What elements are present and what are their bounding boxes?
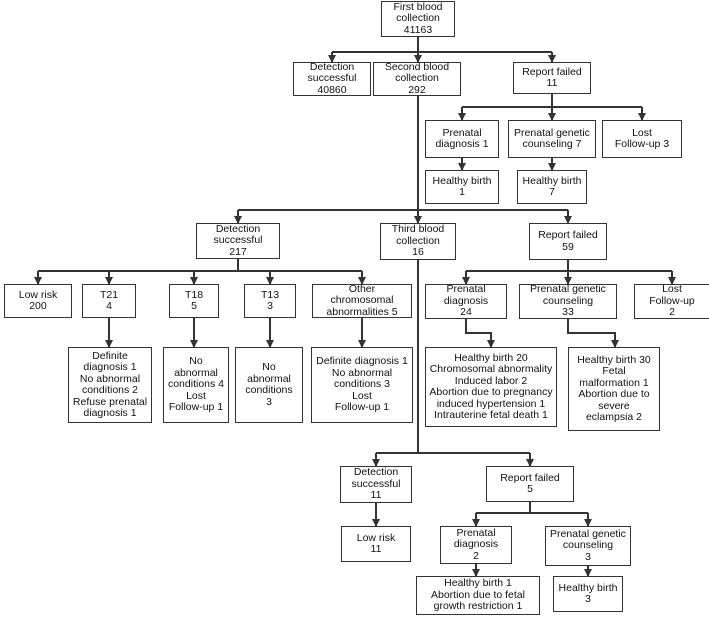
node-genetic-counseling-33: Prenatal genetic counseling 33 xyxy=(519,284,617,319)
node-healthy-birth-1: Healthy birth 1 xyxy=(425,170,499,204)
node-low-risk-11: Low risk 11 xyxy=(341,526,411,562)
node-detection-successful-40860: Detection successful 40860 xyxy=(293,61,371,96)
node-first-collection: First blood collection 41163 xyxy=(381,1,455,37)
node-other-chromosomal: Other chromosomal abnormalities 5 xyxy=(312,283,412,318)
node-report-failed-59: Report failed 59 xyxy=(529,223,607,260)
node-other-outcome: Definite diagnosis 1 No abnormal conditi… xyxy=(311,347,413,423)
node-t13: T13 3 xyxy=(244,284,296,318)
node-low-risk-200: Low risk 200 xyxy=(4,284,72,318)
node-counseling-33-outcome: Healthy birth 30 Fetal malformation 1 Ab… xyxy=(568,347,660,431)
node-t13-outcome: No abnormal conditions 3 xyxy=(235,347,303,423)
node-healthy-birth-3: Healthy birth 3 xyxy=(553,576,623,612)
node-lost-follow-up-2: Lost Follow-up 2 xyxy=(634,284,709,319)
node-third-collection: Third blood collection 16 xyxy=(380,223,456,260)
node-lost-follow-up-3: Lost Follow-up 3 xyxy=(602,120,682,158)
node-genetic-counseling-7: Prenatal genetic counseling 7 xyxy=(508,120,596,158)
node-t18: T18 5 xyxy=(169,284,219,318)
node-detection-successful-11: Detection successful 11 xyxy=(340,466,412,503)
node-t21: T21 4 xyxy=(82,284,136,318)
node-prenatal-diagnosis-1: Prenatal diagnosis 1 xyxy=(425,120,499,158)
node-diagnosis-24-outcome: Healthy birth 20 Chromosomal abnormality… xyxy=(425,347,557,427)
node-report-failed-5: Report failed 5 xyxy=(486,466,574,502)
node-genetic-counseling-3: Prenatal genetic counseling 3 xyxy=(545,526,631,566)
node-prenatal-diagnosis-24: Prenatal diagnosis 24 xyxy=(425,284,507,319)
node-t18-outcome: No abnormal conditions 4 Lost Follow-up … xyxy=(163,347,229,423)
node-report-failed-11: Report failed 11 xyxy=(513,62,591,94)
connector xyxy=(465,319,495,348)
node-diagnosis-2-outcome: Healthy birth 1 Abortion due to fetal gr… xyxy=(416,576,540,615)
connector xyxy=(567,319,619,348)
node-second-collection: Second blood collection 292 xyxy=(373,61,461,96)
node-t21-outcome: Definite diagnosis 1 No abnormal conditi… xyxy=(68,347,152,423)
node-detection-successful-217: Detection successful 217 xyxy=(196,223,280,259)
node-prenatal-diagnosis-2: Prenatal diagnosis 2 xyxy=(440,526,512,564)
node-healthy-birth-7: Healthy birth 7 xyxy=(517,170,587,204)
